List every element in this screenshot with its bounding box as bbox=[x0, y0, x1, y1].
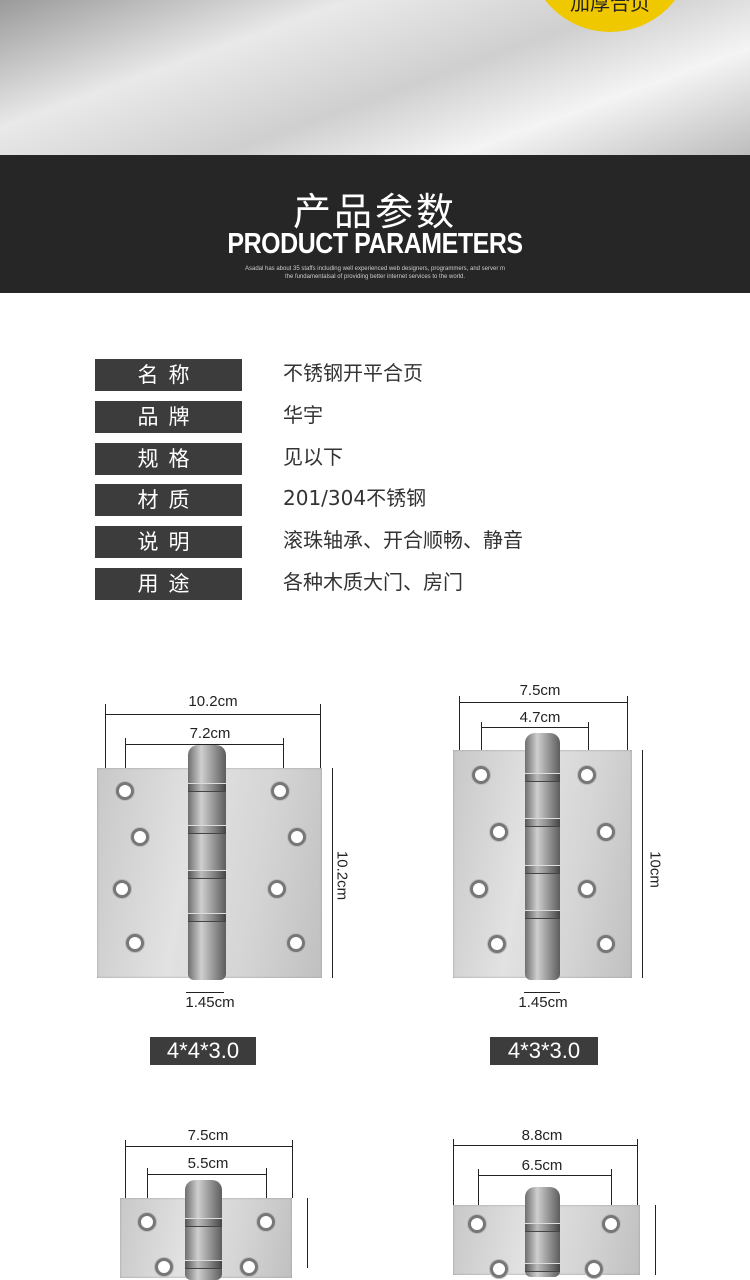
section-header: 产品参数 PRODUCT PARAMETERS Asadal has about… bbox=[0, 155, 750, 293]
screw-hole bbox=[470, 880, 488, 898]
screw-hole bbox=[488, 935, 506, 953]
dimension-line bbox=[186, 992, 224, 993]
dimension-line bbox=[147, 1174, 266, 1175]
hero-banner: 加厚合页 bbox=[0, 0, 750, 155]
dimension-line bbox=[105, 714, 320, 715]
model-label: 4*4*3.0 bbox=[150, 1037, 256, 1065]
dimension-line bbox=[459, 702, 627, 703]
screw-hole bbox=[287, 934, 305, 952]
section-title-en: PRODUCT PARAMETERS bbox=[227, 228, 523, 260]
hinge-knuckle bbox=[188, 745, 226, 980]
hole-spacing-label: 5.5cm bbox=[187, 1155, 229, 1172]
param-label: 品牌 bbox=[95, 401, 242, 433]
hole-spacing-label: 6.5cm bbox=[521, 1157, 563, 1174]
dimension-line bbox=[266, 1168, 267, 1208]
section-title-cn: 产品参数 bbox=[292, 190, 457, 234]
param-value: 各种木质大门、房门 bbox=[283, 570, 463, 594]
dimension-line bbox=[332, 768, 333, 978]
param-label: 说明 bbox=[95, 526, 242, 558]
param-label: 用途 bbox=[95, 568, 242, 600]
dimension-line bbox=[320, 704, 321, 768]
screw-hole bbox=[288, 828, 306, 846]
section-subtitle: Asadal has about 35 staffs including wel… bbox=[244, 266, 506, 272]
screw-hole bbox=[578, 880, 596, 898]
dimension-line bbox=[524, 992, 560, 993]
dimension-line bbox=[637, 1139, 638, 1205]
screw-hole bbox=[468, 1215, 486, 1233]
dimension-line bbox=[481, 722, 482, 770]
dimension-line bbox=[453, 1145, 637, 1146]
dimension-line bbox=[642, 750, 643, 978]
dimension-line bbox=[307, 1198, 308, 1268]
screw-hole bbox=[131, 828, 149, 846]
badge-text: 加厚合页 bbox=[570, 0, 650, 15]
dimension-line bbox=[453, 1139, 454, 1205]
dimension-line bbox=[125, 1146, 292, 1147]
dimension-line bbox=[125, 1140, 126, 1198]
thickened-badge: 加厚合页 bbox=[528, 0, 692, 32]
hinge-knuckle bbox=[185, 1180, 222, 1280]
param-label: 名称 bbox=[95, 359, 242, 391]
height-label: 10.2cm bbox=[333, 850, 351, 901]
screw-hole bbox=[126, 934, 144, 952]
hole-spacing-label: 4.7cm bbox=[519, 709, 561, 726]
dimension-line bbox=[459, 696, 460, 750]
screw-hole bbox=[268, 880, 286, 898]
dimension-line bbox=[481, 727, 588, 728]
hole-spacing-label: 7.2cm bbox=[189, 725, 231, 742]
screw-hole bbox=[602, 1215, 620, 1233]
screw-hole bbox=[271, 782, 289, 800]
screw-hole bbox=[113, 880, 131, 898]
screw-hole bbox=[257, 1213, 275, 1231]
param-value: 滚珠轴承、开合顺畅、静音 bbox=[283, 528, 523, 552]
screw-hole bbox=[578, 766, 596, 784]
width-label: 10.2cm bbox=[188, 693, 238, 710]
hinge-knuckle bbox=[525, 1187, 560, 1277]
width-label: 8.8cm bbox=[521, 1127, 563, 1144]
param-label: 规格 bbox=[95, 443, 242, 475]
height-label: 10cm bbox=[646, 851, 664, 888]
width-label: 7.5cm bbox=[187, 1127, 229, 1144]
param-value: 见以下 bbox=[283, 445, 343, 469]
screw-hole bbox=[472, 766, 490, 784]
param-label: 材质 bbox=[95, 484, 242, 516]
screw-hole bbox=[597, 935, 615, 953]
dimension-line bbox=[611, 1169, 612, 1214]
dimension-line bbox=[655, 1205, 656, 1275]
screw-hole bbox=[155, 1258, 173, 1276]
dimension-line bbox=[125, 738, 126, 788]
param-value: 华宇 bbox=[283, 403, 323, 427]
param-value: 不锈钢开平合页 bbox=[283, 361, 423, 385]
dimension-line bbox=[125, 744, 283, 745]
screw-hole bbox=[490, 1260, 508, 1278]
dimension-line bbox=[105, 704, 106, 768]
width-label: 7.5cm bbox=[519, 682, 561, 699]
dimension-line bbox=[627, 696, 628, 750]
screw-hole bbox=[597, 823, 615, 841]
dimension-line bbox=[478, 1175, 611, 1176]
dimension-line bbox=[588, 722, 589, 770]
knuckle-label: 1.45cm bbox=[518, 994, 568, 1011]
screw-hole bbox=[138, 1213, 156, 1231]
dimension-line bbox=[478, 1169, 479, 1214]
dimension-line bbox=[147, 1168, 148, 1208]
param-value: 201/304不锈钢 bbox=[283, 486, 427, 510]
screw-hole bbox=[116, 782, 134, 800]
model-label: 4*3*3.0 bbox=[490, 1037, 598, 1065]
screw-hole bbox=[490, 823, 508, 841]
dimension-line bbox=[283, 738, 284, 788]
knuckle-label: 1.45cm bbox=[185, 994, 235, 1011]
dimension-line bbox=[292, 1140, 293, 1198]
hinge-knuckle bbox=[525, 733, 560, 980]
screw-hole bbox=[585, 1260, 603, 1278]
screw-hole bbox=[240, 1258, 258, 1276]
section-subtitle: the fundamentalsal of providing better i… bbox=[284, 274, 466, 280]
